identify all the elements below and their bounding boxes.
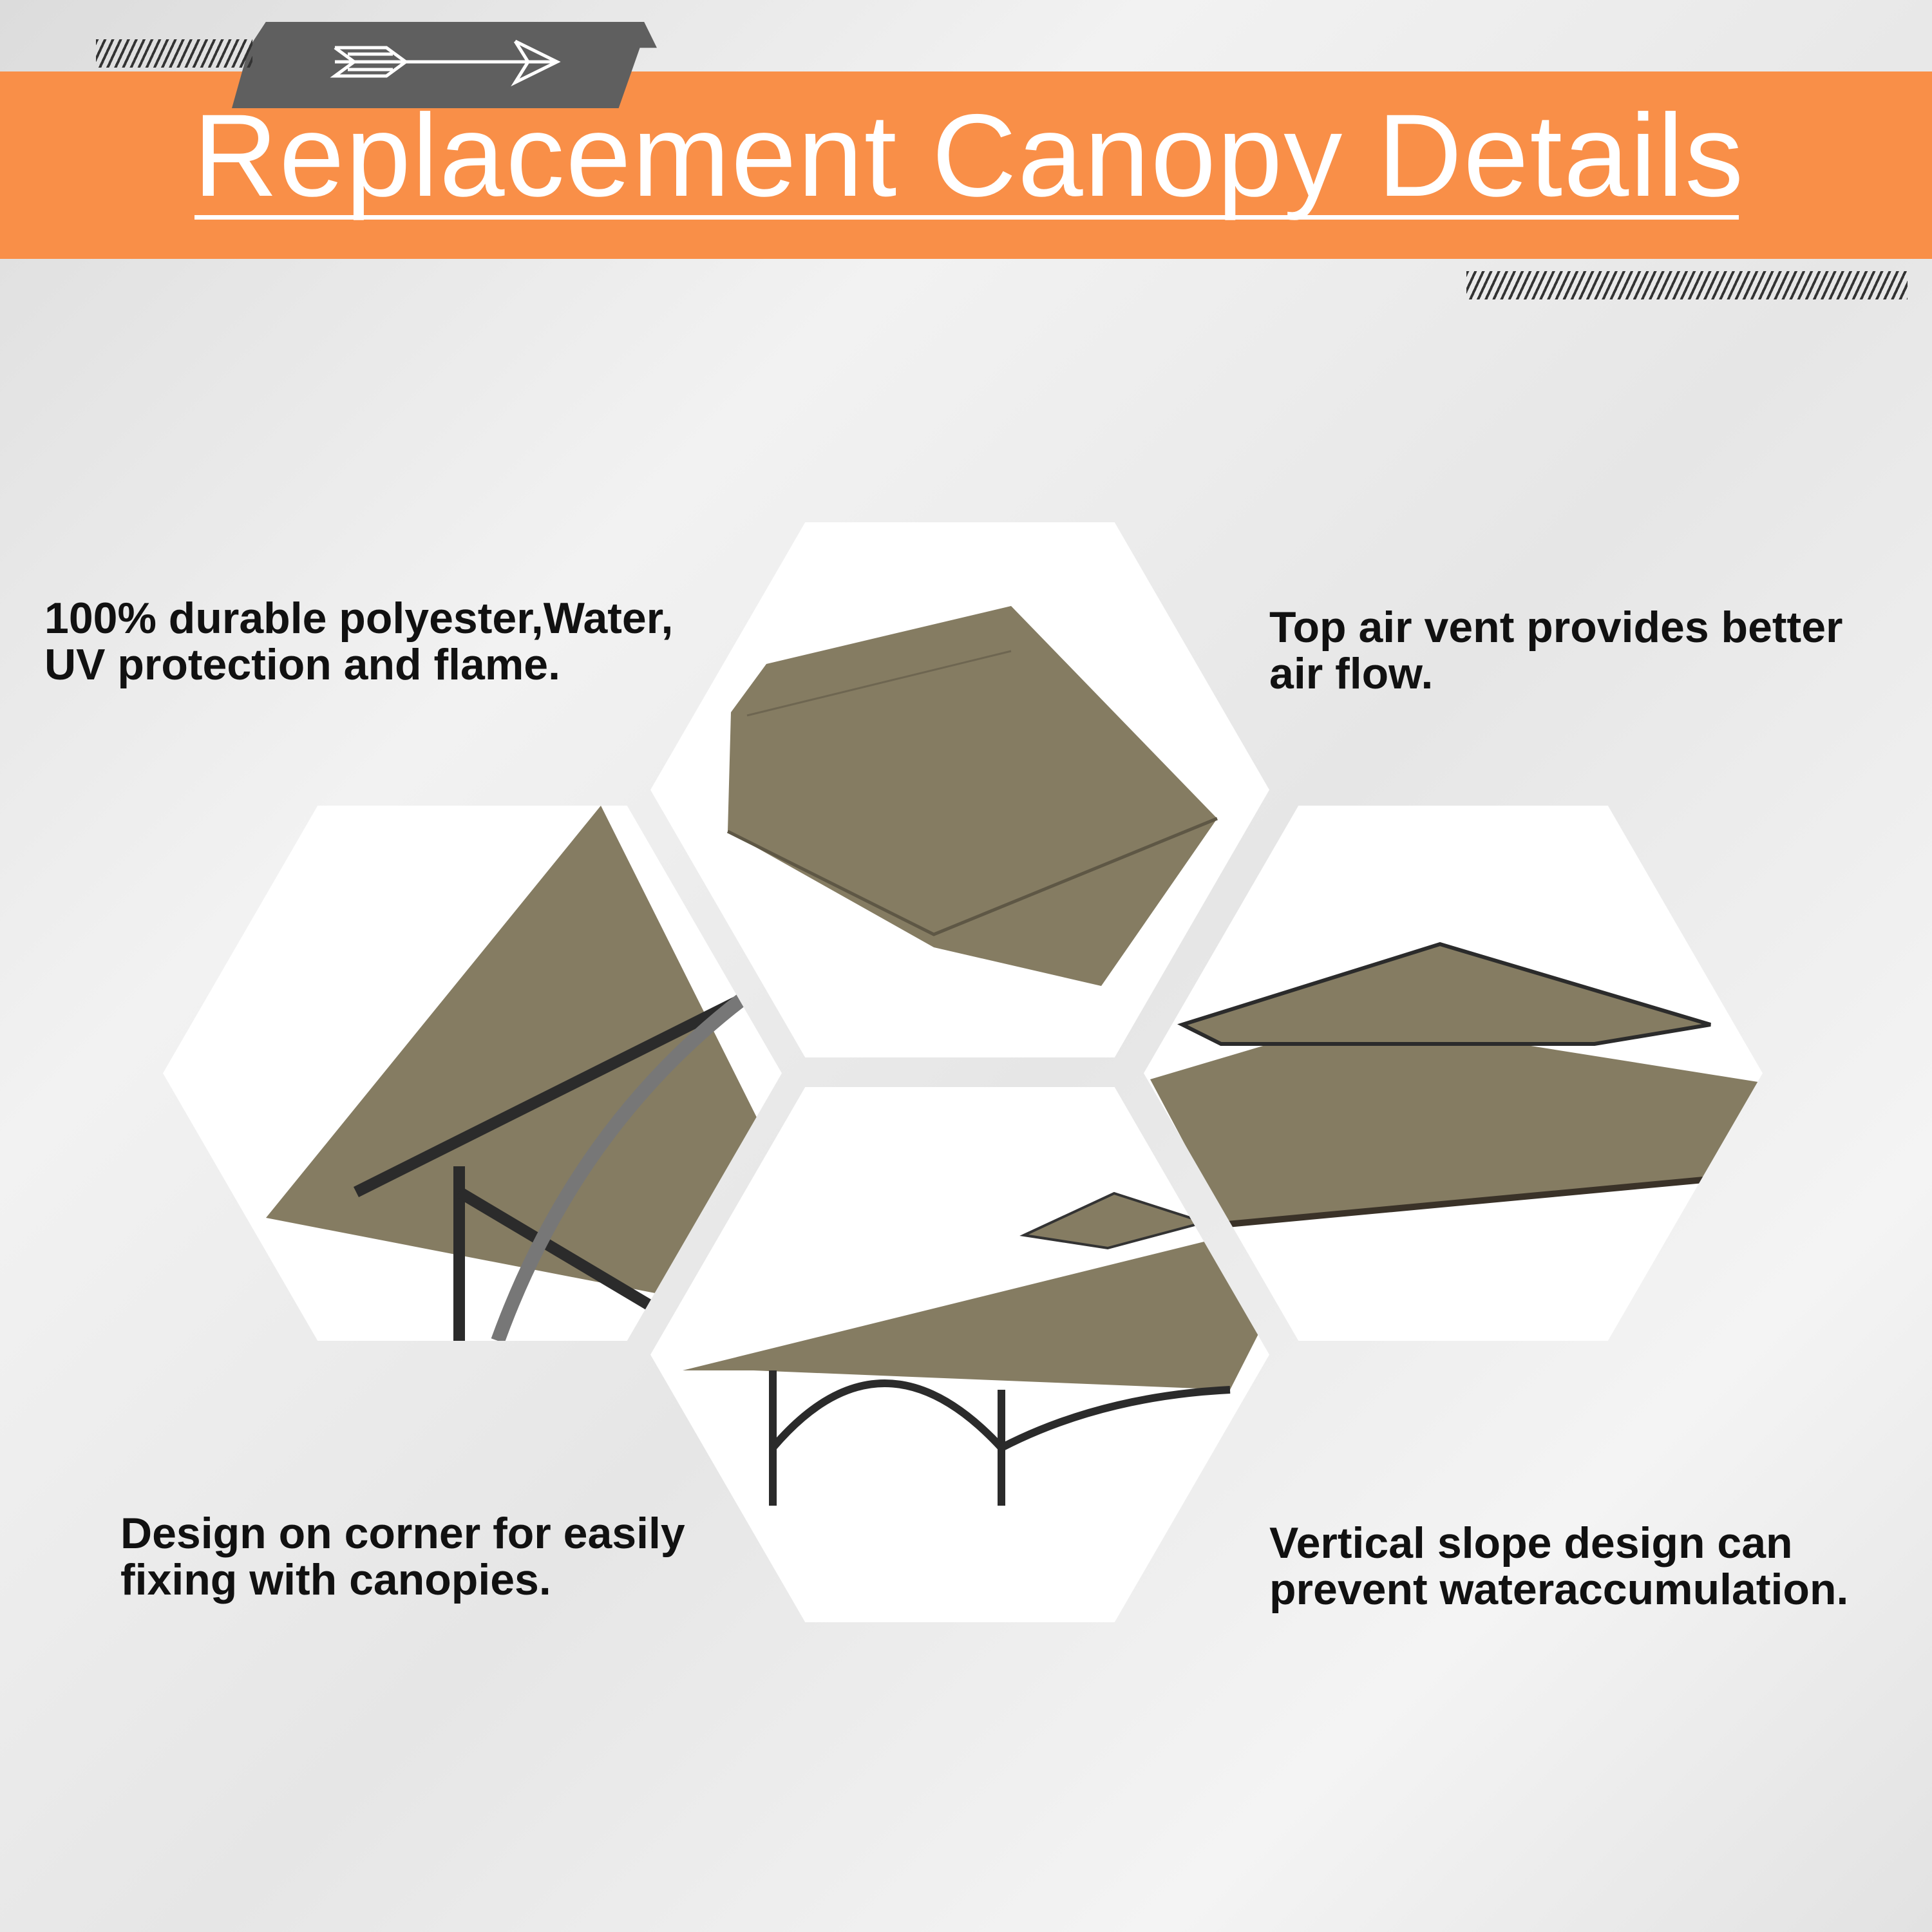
title-underline [194, 215, 1739, 220]
feature-line: Vertical slope design can [1269, 1519, 1793, 1567]
feature-text-air-vent: Top air vent provides better air flow. [1269, 604, 1842, 697]
air-vent-image [1144, 806, 1763, 1341]
feature-text-corner: Design on corner for easily fixing with … [120, 1510, 685, 1603]
arrow-icon [330, 39, 561, 87]
header-tab [232, 22, 657, 108]
gazebo-image [650, 1087, 1269, 1622]
feature-line: prevent wateraccumulation. [1269, 1565, 1849, 1614]
decorative-stripes [1466, 271, 1908, 299]
page-title: Replacement Canopy Details [193, 90, 1745, 221]
feature-text-material: 100% durable polyester,Water, UV protect… [44, 595, 673, 688]
feature-line: fixing with canopies. [120, 1555, 551, 1604]
folded-canopy-image [650, 522, 1269, 1057]
feature-line: Top air vent provides better [1269, 603, 1843, 652]
feature-line: air flow. [1269, 649, 1434, 698]
decorative-stripes [96, 39, 252, 68]
feature-line: 100% durable polyester,Water, [44, 594, 674, 643]
feature-text-slope: Vertical slope design can prevent watera… [1269, 1520, 1848, 1613]
feature-line: Design on corner for easily [120, 1509, 685, 1558]
canopy-corner-image [163, 806, 782, 1341]
feature-line: UV protection and flame. [44, 640, 560, 689]
